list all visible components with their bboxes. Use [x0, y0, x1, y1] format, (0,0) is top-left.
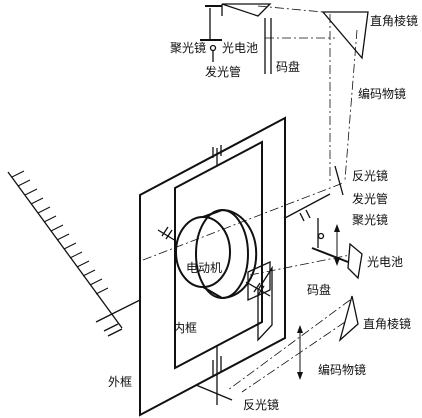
label-mid-lamp: 发光管	[352, 191, 388, 206]
outer-frame	[139, 116, 331, 417]
mid-reflector	[142, 165, 344, 261]
top-optics	[200, 3, 369, 183]
label-mid-code-disc: 码盘	[307, 282, 331, 297]
motor	[157, 208, 273, 342]
label-top-photocell: 光电池	[222, 41, 258, 55]
side-optics	[195, 218, 363, 401]
label-bottom-prism: 直角棱镜	[363, 316, 411, 331]
label-outer-frame: 外框	[108, 375, 132, 389]
label-mid-focusing-mirror: 聚光镜	[352, 212, 388, 227]
outer-axis-left	[95, 299, 141, 337]
label-inner-frame: 内框	[173, 321, 197, 335]
label-top-prism: 直角棱镜	[370, 13, 418, 28]
label-bottom-encoder-lens: 编码物镜	[318, 362, 366, 377]
label-top-code-disc: 码盘	[276, 59, 300, 74]
inner-frame	[174, 140, 263, 405]
ground-hatch	[7, 170, 123, 329]
label-top-focusing-mirror: 聚光镜	[170, 40, 206, 55]
label-bottom-reflector: 反光镜	[243, 397, 279, 412]
label-top-lamp: 发光管	[205, 64, 241, 79]
label-mid-reflector: 反光镜	[352, 168, 388, 183]
label-motor: 电动机	[186, 261, 222, 275]
label-top-encoder-lens: 编码物镜	[358, 86, 406, 101]
label-mid-photocell: 光电池	[367, 255, 403, 269]
